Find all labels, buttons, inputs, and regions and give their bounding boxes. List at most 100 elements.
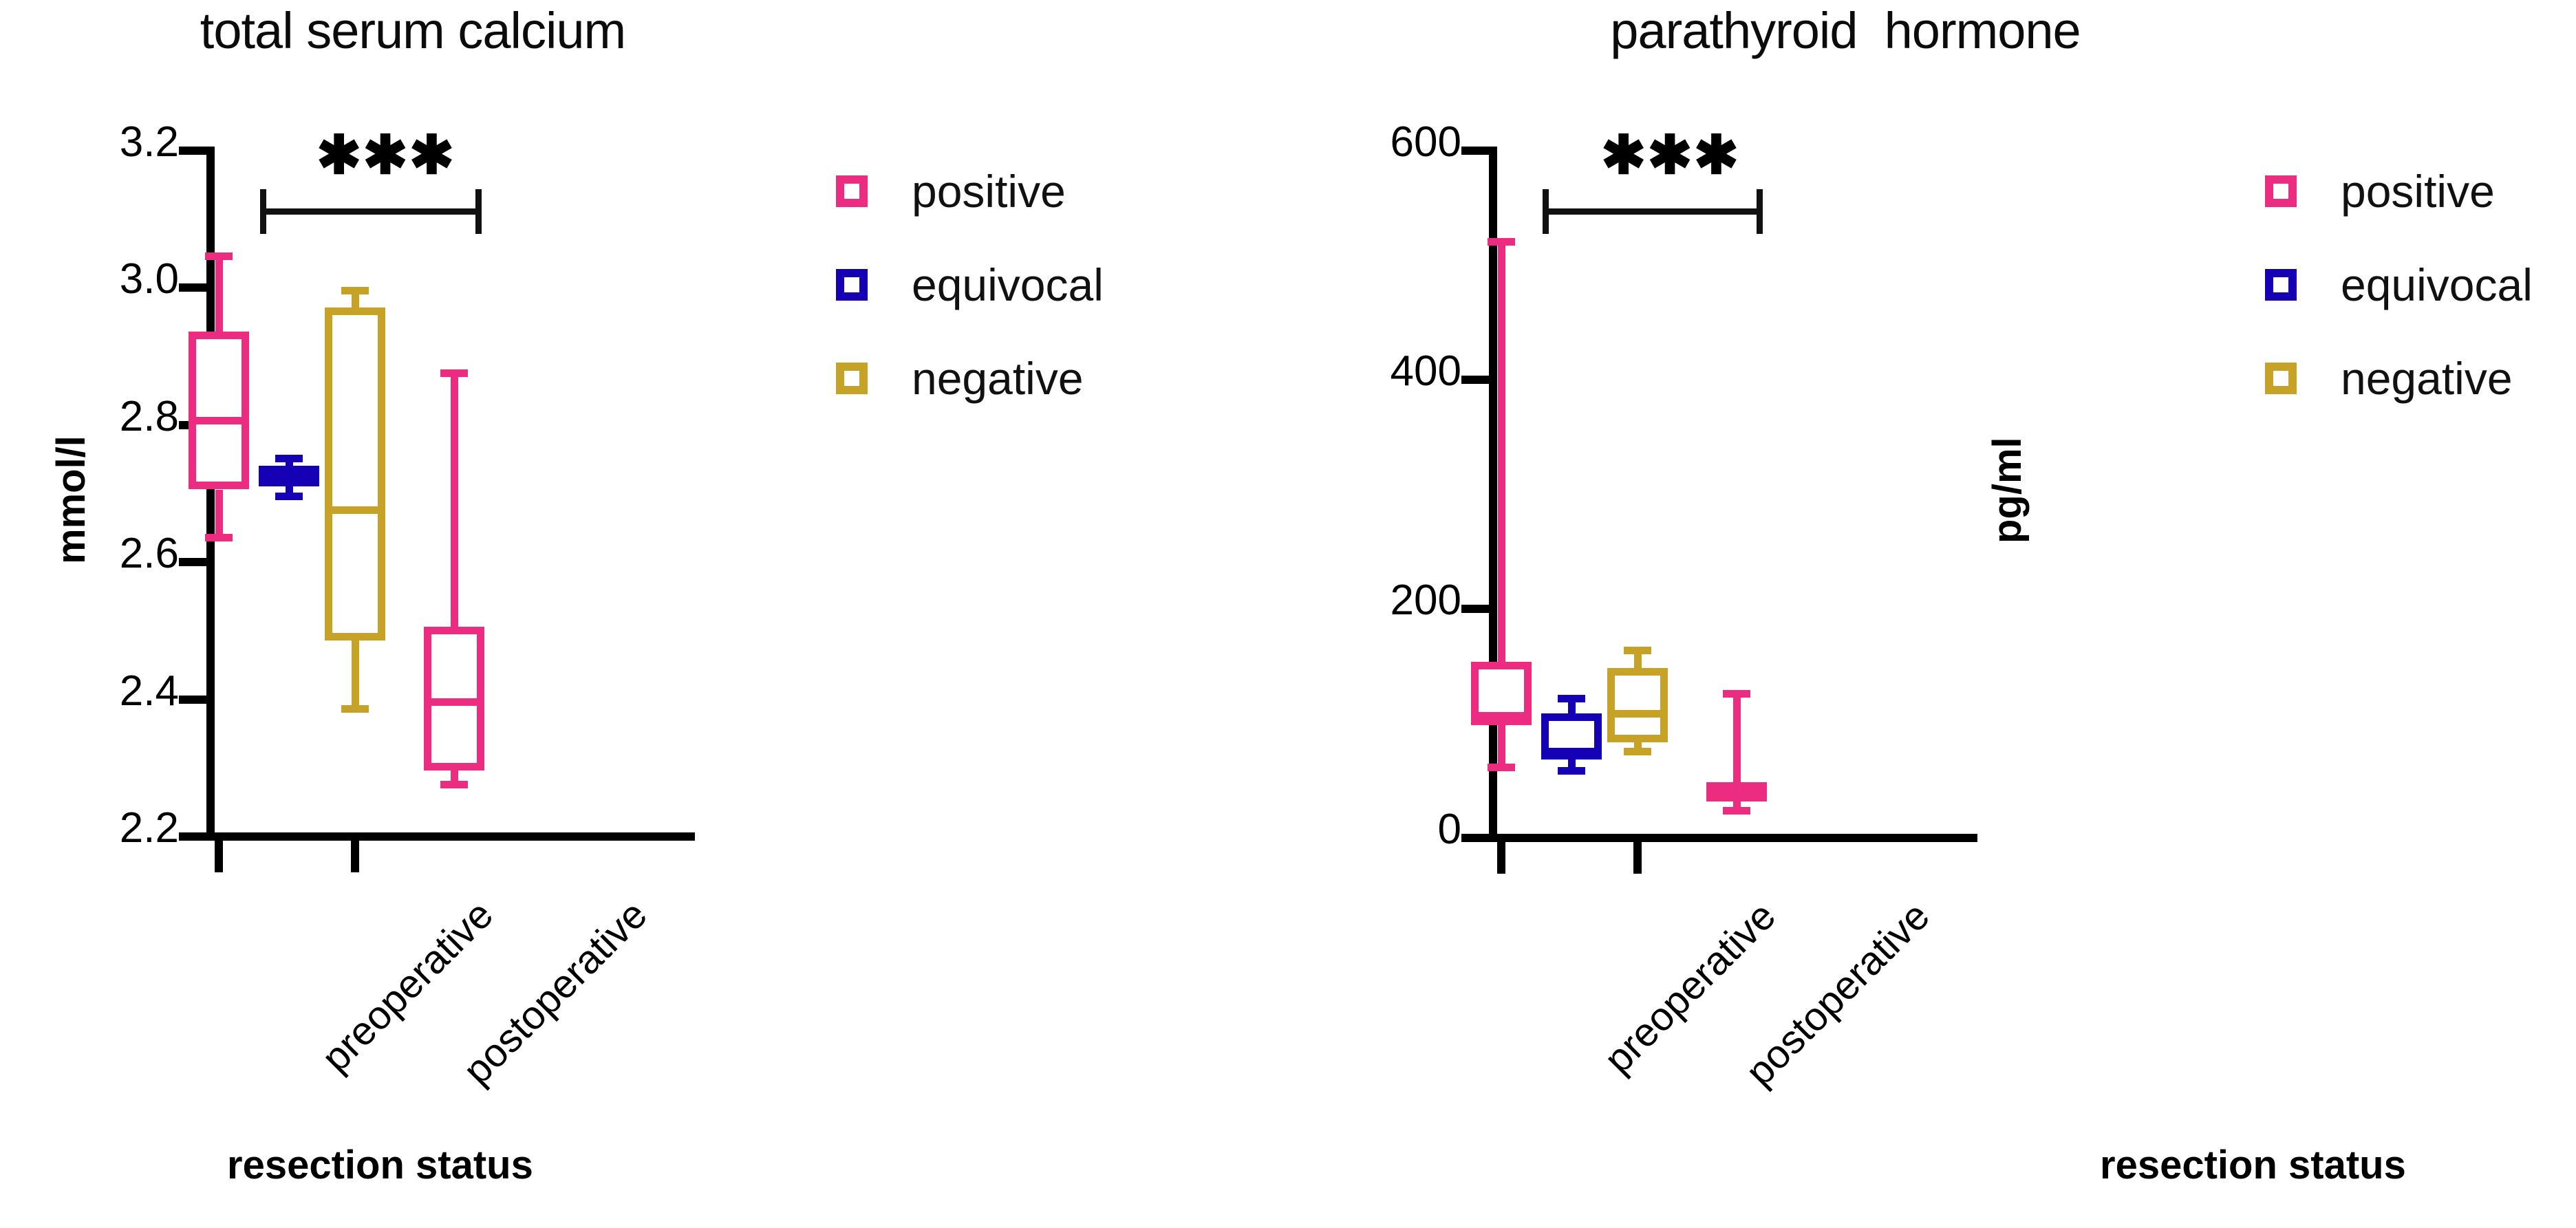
y-tick: [1461, 605, 1489, 613]
x-axis-line: [206, 832, 695, 841]
y-tick: [1461, 376, 1489, 384]
legend-item-positive[interactable]: positive: [2265, 165, 2495, 217]
significance-stars: ✱✱✱: [1601, 125, 1741, 185]
whisker-cap-upper: [1722, 690, 1751, 698]
whisker-lower: [285, 486, 293, 497]
y-tick: [179, 147, 206, 155]
legend-item-equivocal[interactable]: equivocal: [2265, 259, 2533, 311]
legend-item-label: negative: [2341, 353, 2513, 404]
median-line: [1607, 709, 1668, 718]
whisker-upper: [1732, 693, 1741, 783]
x-axis-line: [1489, 834, 1977, 842]
legend-swatch-icon: [2265, 269, 2297, 301]
y-tick-label: 2.4: [119, 667, 179, 715]
legend-swatch-icon: [836, 269, 868, 301]
whisker-cap-upper: [341, 286, 369, 294]
panel-parathyroid-hormone: parathyroid hormone pg/ml resection stat…: [1288, 0, 2576, 1228]
y-tick-label: 600: [1390, 118, 1461, 166]
significance-tick-left: [1543, 189, 1549, 234]
legend-item-label: positive: [2341, 166, 2495, 217]
chart-title-right: parathyroid hormone: [1610, 2, 2081, 59]
x-axis-label-right: resection status: [2100, 1143, 2406, 1187]
box-iqr: [325, 308, 385, 640]
whisker-upper: [450, 373, 458, 627]
legend-item-positive[interactable]: positive: [836, 165, 1066, 217]
legend-item-negative[interactable]: negative: [836, 352, 1084, 405]
y-tick: [179, 558, 206, 567]
whisker-lower: [450, 771, 458, 785]
y-tick-label: 200: [1390, 577, 1461, 624]
whisker-upper: [351, 290, 359, 308]
legend-swatch-icon: [2265, 175, 2297, 207]
y-tick-label: 0: [1437, 806, 1461, 853]
box-iqr: [189, 332, 249, 490]
y-tick-label: 2.6: [119, 530, 179, 578]
whisker-cap-upper: [1557, 695, 1586, 703]
y-tick: [1461, 147, 1489, 155]
x-tick: [1633, 842, 1642, 874]
median-line: [1541, 747, 1602, 755]
x-tick: [215, 841, 223, 872]
y-axis-line: [1489, 147, 1497, 842]
median-line: [259, 472, 319, 480]
median-line: [325, 506, 385, 514]
whisker-lower: [215, 489, 223, 538]
whisker-cap-upper: [204, 252, 233, 261]
legend-swatch-icon: [836, 363, 868, 394]
whisker-upper: [215, 256, 223, 332]
whisker-cap-lower: [440, 780, 469, 788]
significance-tick-right: [475, 189, 482, 234]
whisker-lower: [1497, 724, 1505, 768]
y-tick: [179, 695, 206, 704]
legend-item-label: positive: [912, 166, 1066, 217]
y-tick-label: 3.0: [119, 255, 179, 303]
significance-stars: ✱✱✱: [316, 125, 456, 185]
whisker-lower: [1567, 759, 1576, 771]
median-line: [1471, 712, 1532, 720]
significance-bar: [260, 208, 482, 215]
legend-item-equivocal[interactable]: equivocal: [836, 259, 1104, 311]
whisker-cap-lower: [1722, 807, 1751, 815]
y-axis-line: [206, 147, 215, 841]
median-line: [1706, 788, 1767, 797]
whisker-cap-lower: [1623, 747, 1652, 755]
whisker-upper: [1497, 241, 1505, 663]
whisker-cap-upper: [275, 455, 303, 463]
legend-item-label: equivocal: [2341, 259, 2533, 310]
y-tick-label: 400: [1390, 347, 1461, 395]
legend-item-label: negative: [912, 353, 1084, 404]
significance-tick-left: [260, 189, 266, 234]
legend-item-negative[interactable]: negative: [2265, 352, 2513, 405]
whisker-upper: [1567, 698, 1576, 714]
whisker-cap-upper: [1623, 647, 1652, 655]
x-tick: [1497, 842, 1505, 874]
y-tick-label: 3.2: [119, 118, 179, 166]
whisker-cap-lower: [204, 533, 233, 541]
legend-swatch-icon: [2265, 363, 2297, 394]
whisker-lower: [1633, 742, 1642, 752]
whisker-cap-lower: [341, 705, 369, 713]
box-iqr: [1607, 667, 1668, 742]
y-tick: [179, 832, 206, 841]
whisker-lower: [1732, 801, 1741, 811]
y-tick: [179, 283, 206, 292]
y-tick-label: 2.8: [119, 392, 179, 440]
significance-tick-right: [1757, 189, 1763, 234]
y-tick-label: 2.2: [119, 804, 179, 852]
whisker-lower: [351, 640, 359, 709]
chart-title-left: total serum calcium: [200, 2, 626, 59]
median-line: [424, 698, 484, 707]
panel-total-serum-calcium: total serum calcium mmol/l resection sta…: [49, 2, 1104, 1187]
x-axis-label-left: resection status: [227, 1143, 533, 1187]
y-tick: [1461, 834, 1489, 842]
whisker-cap-lower: [1487, 763, 1516, 771]
whisker-cap-upper: [440, 369, 469, 377]
legend-swatch-icon: [836, 175, 868, 207]
whisker-cap-upper: [1487, 237, 1516, 246]
x-tick: [351, 841, 359, 872]
significance-bar: [1543, 208, 1763, 215]
whisker-cap-lower: [275, 492, 303, 500]
